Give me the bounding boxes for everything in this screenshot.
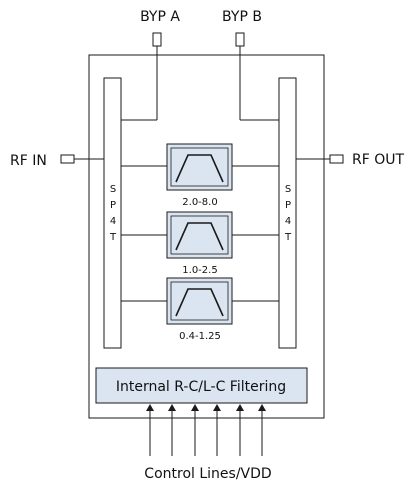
rf-in-label: RF IN [10, 153, 47, 169]
filter-2-0-8-0 [166, 143, 233, 191]
rf-out-port [329, 154, 344, 164]
filter-1-0-2-5 [166, 211, 233, 259]
filter-label: 2.0-8.0 [182, 197, 217, 208]
rf-out-label: RF OUT [352, 152, 404, 168]
rf-in-port [60, 154, 75, 164]
bandpass-filter-icon [175, 222, 224, 251]
control-line-arrows [146, 404, 266, 456]
byp-a-port [152, 32, 162, 47]
bypass-b-path [239, 46, 279, 121]
filter-0-4-1-25 [166, 277, 233, 325]
right-switch-char: S [285, 184, 291, 195]
filter-paths [121, 165, 279, 302]
left-sp4t-switch [103, 77, 122, 349]
right-sp4t-switch [278, 77, 297, 349]
byp-a-label: BYP A [140, 9, 180, 25]
left-switch-char: T [109, 232, 117, 243]
bandpass-filter-icon [175, 288, 224, 317]
left-switch-char: S [110, 184, 116, 195]
byp-b-label: BYP B [222, 9, 262, 25]
left-switch-char: P [110, 200, 116, 211]
byp-b-port [235, 32, 245, 47]
filter-label: 1.0-2.5 [182, 265, 217, 276]
right-switch-char: 4 [285, 216, 291, 227]
bypass-a-path [121, 46, 158, 121]
filtering-block-label: Internal R-C/L-C Filtering [116, 379, 286, 395]
control-lines-label: Control Lines/VDD [144, 466, 271, 482]
filtering-block [95, 367, 308, 404]
left-switch-char: 4 [110, 216, 116, 227]
right-switch-char: P [285, 200, 291, 211]
right-switch-char: T [284, 232, 292, 243]
filter-label: 0.4-1.25 [179, 331, 221, 342]
bandpass-filter-icon [175, 154, 224, 183]
